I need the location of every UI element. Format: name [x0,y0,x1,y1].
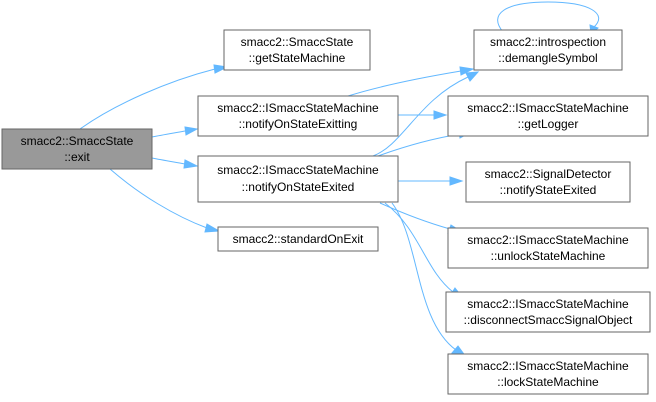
node-get-state-machine[interactable]: smacc2::SmaccState ::getStateMachine [223,29,371,71]
node-box [447,227,649,269]
node-standard-on-exit[interactable]: smacc2::standardOnExit [217,226,379,252]
edge-arrow [204,223,221,233]
node-box [1,128,153,170]
node-label-line1: smacc2::ISmaccStateMachine [467,359,629,373]
node-label-line2: ::disconnectSmaccSignalObject [464,313,633,327]
edge-exit-to-standardOnExit [109,168,208,229]
node-label-line1: smacc2::ISmaccStateMachine [217,101,379,115]
edge-exit-to-notifyOnStateExited [151,157,186,165]
node-label-line1: smacc2::SignalDetector [485,167,612,181]
node-get-logger[interactable]: smacc2::ISmaccStateMachine ::getLogger [447,95,649,137]
node-label-line1: smacc2::introspection [490,35,606,49]
edge-notifyOnStateExitting-to-demangleSymbol [347,70,462,97]
node-lock-state-machine[interactable]: smacc2::ISmaccStateMachine ::lockStateMa… [447,353,649,395]
node-label-line2: ::notifyOnStateExited [242,180,355,194]
node-label-line2: ::demangleSymbol [498,51,597,65]
node-notify-state-exited[interactable]: smacc2::SignalDetector ::notifyStateExit… [465,161,631,203]
edge-notifyOnStateExited-to-disconnectSmaccSignalObject [384,202,454,293]
node-notify-on-state-exited[interactable]: smacc2::ISmaccStateMachine ::notifyOnSta… [197,155,399,203]
node-label-line1: smacc2::SmaccState [21,134,134,148]
node-box [447,353,649,395]
edge-arrow [183,159,199,169]
edge-notifyOnStateExited-to-lockStateMachine [391,202,457,351]
node-label-line2: ::notifyOnStateExitting [239,117,358,131]
edge-exit-to-notifyOnStateExitting [151,130,186,138]
node-smacc-state-exit[interactable]: smacc2::SmaccState ::exit [1,128,153,170]
node-label-line2: ::getStateMachine [249,51,346,65]
edge-arrow [459,66,475,76]
node-label-line2: ::lockStateMachine [497,375,599,389]
edge-exit-to-getStateMachine [79,68,216,130]
edge-arrow [433,110,448,120]
edge-arrow [449,176,464,186]
node-demangle-symbol[interactable]: smacc2::introspection ::demangleSymbol [473,29,623,71]
node-box [223,29,371,71]
node-box [197,95,399,137]
edge-notifyOnStateExited-to-demangleSymbol [372,76,469,157]
edge-notifyOnStateExited-to-unlockStateMachine [379,202,451,230]
node-box [465,161,631,203]
node-disconnect-smacc-signal-object[interactable]: smacc2::ISmaccStateMachine ::disconnectS… [445,291,651,333]
node-box [447,95,649,137]
node-box [473,29,623,71]
node-label-line1: smacc2::ISmaccStateMachine [467,101,629,115]
node-label-line2: ::notifyStateExited [500,183,597,197]
node-label-line2: ::exit [64,150,90,164]
edge-demangleSymbol-self-loop [497,1,600,33]
node-label-line1: smacc2::standardOnExit [233,232,364,246]
node-box [197,155,399,203]
edge-arrow [184,126,199,136]
node-label-line1: smacc2::ISmaccStateMachine [467,233,629,247]
node-label-line1: smacc2::ISmaccStateMachine [217,163,379,177]
node-notify-on-state-exitting[interactable]: smacc2::ISmaccStateMachine ::notifyOnSta… [197,95,399,137]
node-label-line2: ::getLogger [518,117,579,131]
node-label-line2: ::unlockStateMachine [491,249,606,263]
edge-arrow [465,71,480,82]
node-unlock-state-machine[interactable]: smacc2::ISmaccStateMachine ::unlockState… [447,227,649,269]
node-label-line1: smacc2::SmaccState [241,35,354,49]
node-box [445,291,651,333]
node-box [217,226,379,252]
node-label-line1: smacc2::ISmaccStateMachine [467,297,629,311]
